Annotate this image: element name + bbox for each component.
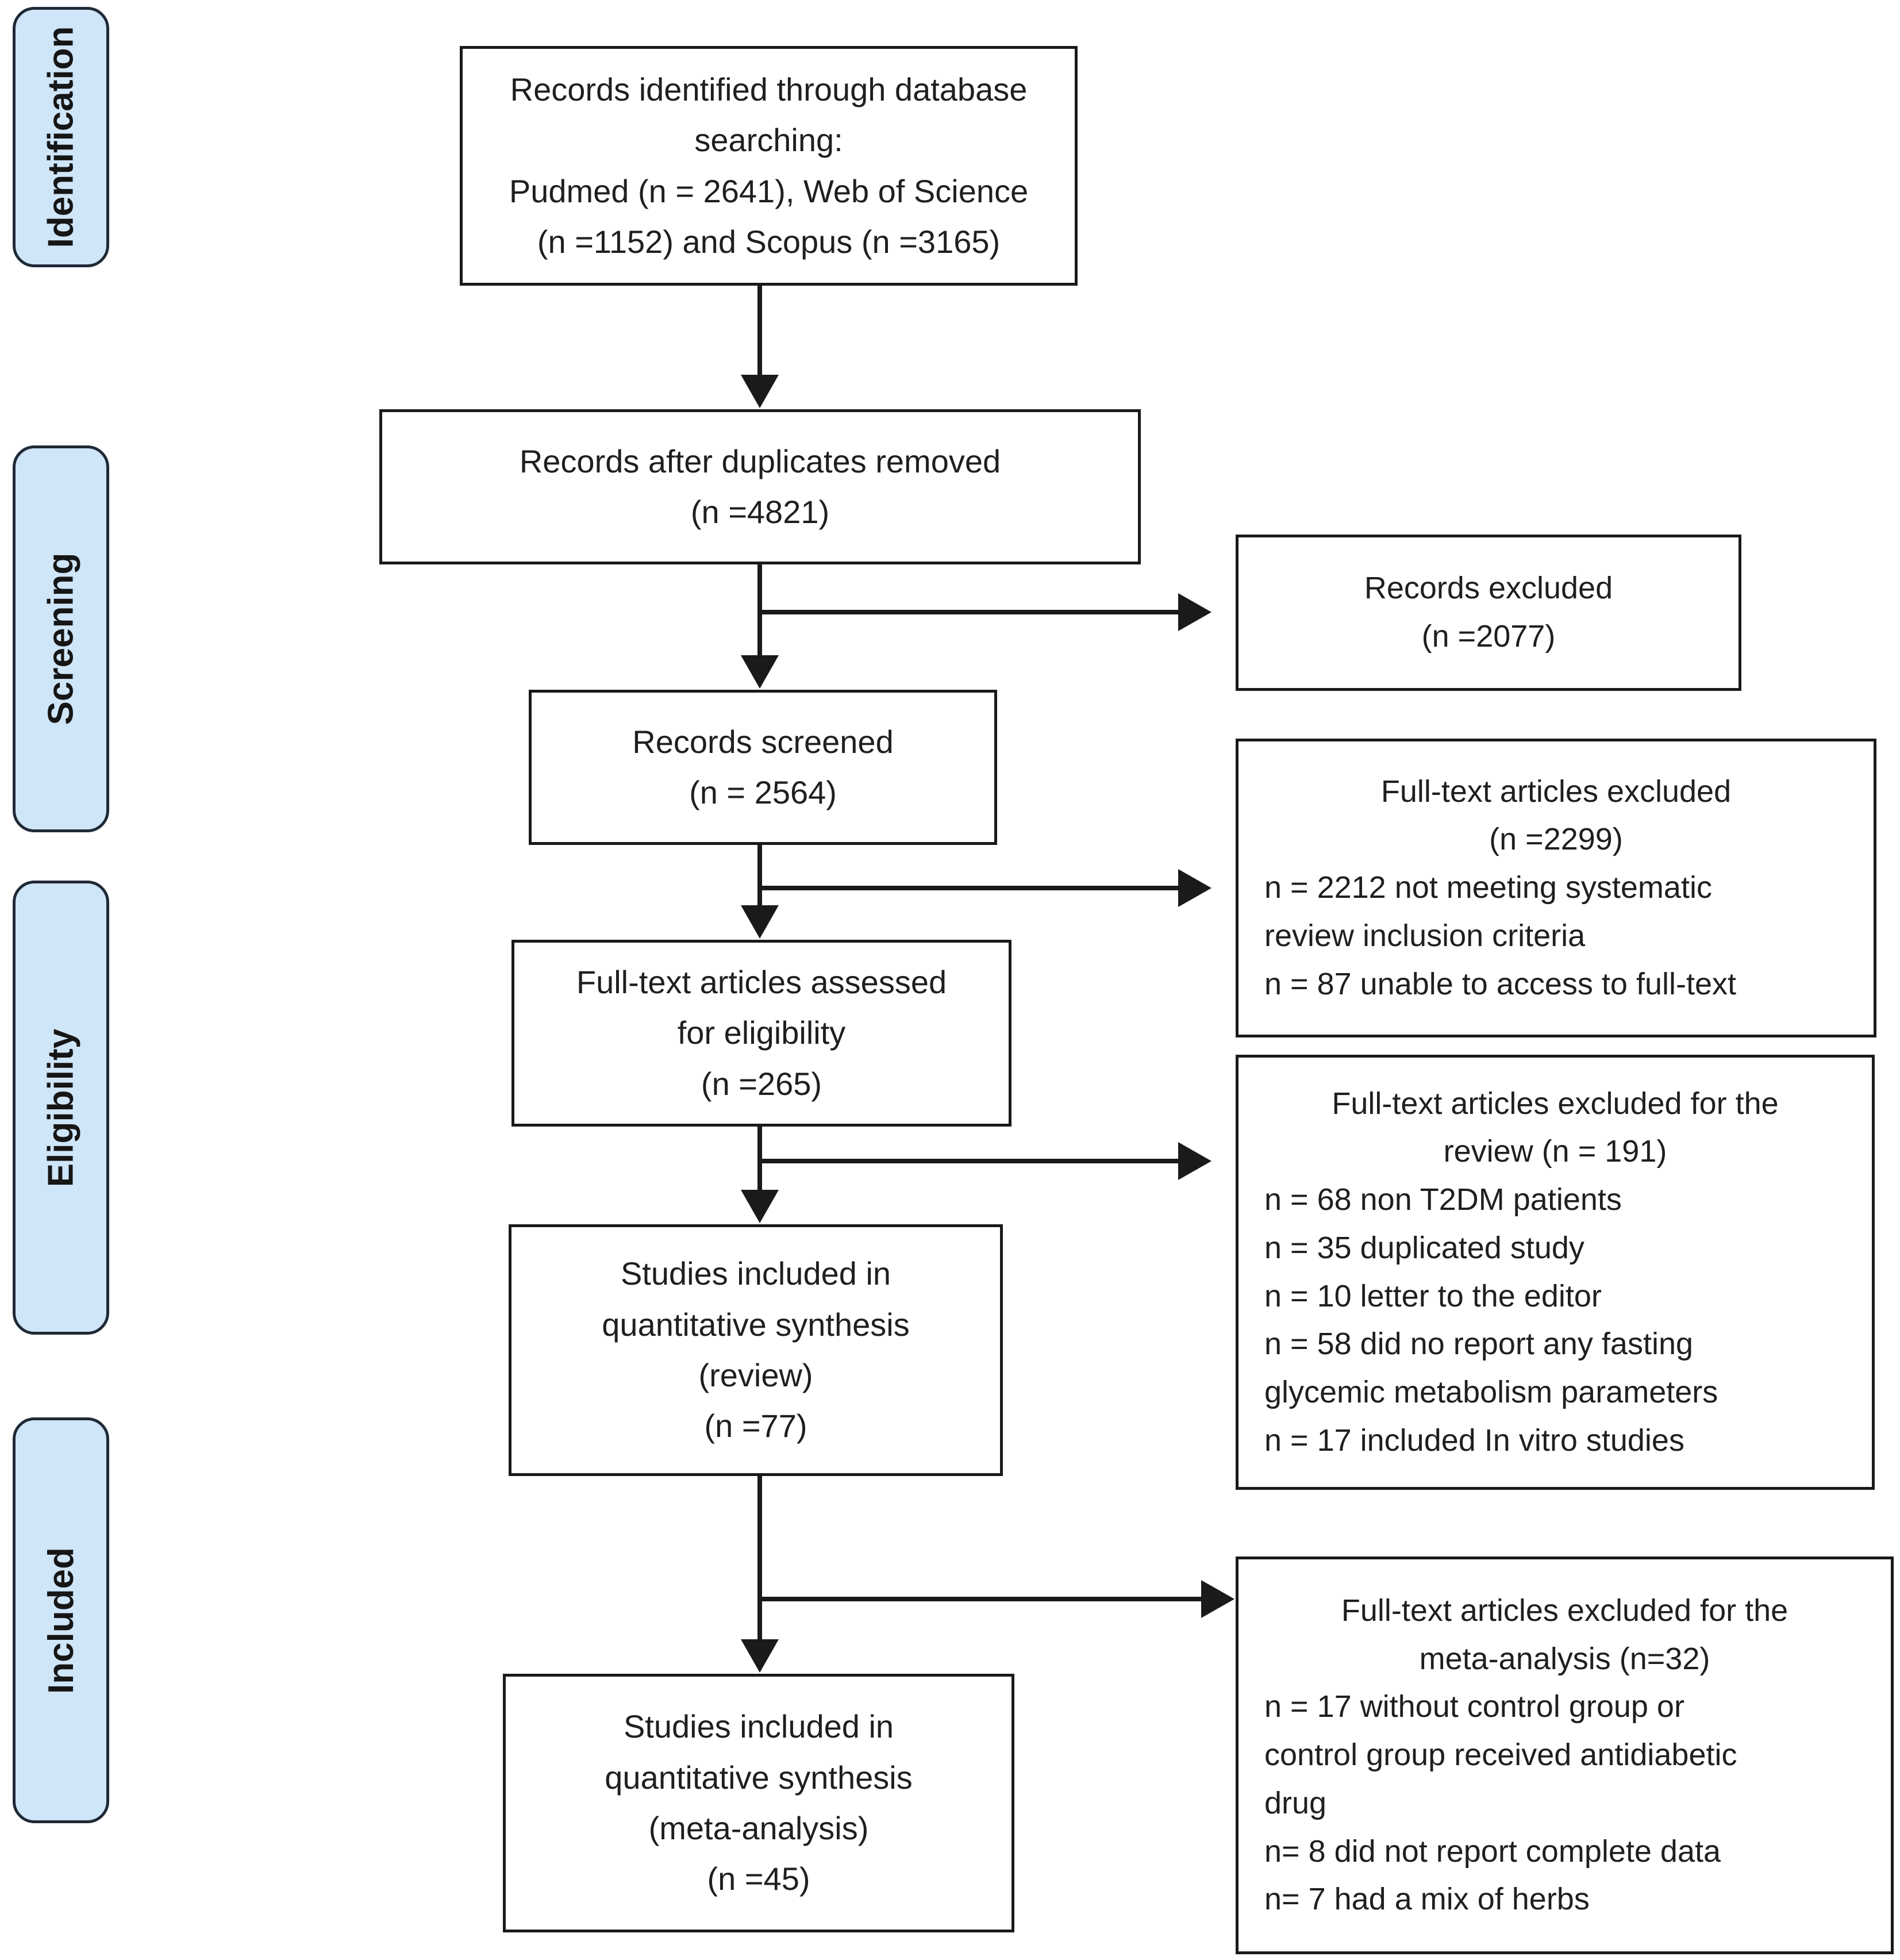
stage-included: Included — [13, 1417, 109, 1823]
arrow-head-down — [741, 1639, 779, 1673]
arrow-head-down — [741, 1190, 779, 1223]
arrow-head-down — [741, 655, 779, 689]
text-line: Studies included in — [623, 1708, 894, 1745]
box-records-screened: Records screened (n = 2564) — [529, 690, 997, 845]
text-line: review (n = 191) — [1443, 1134, 1667, 1169]
arrow-head-right — [1178, 1142, 1211, 1180]
text-line: n = 35 duplicated study — [1264, 1230, 1584, 1265]
stage-eligibility-label: Eligibility — [41, 1028, 81, 1187]
text-line: n = 17 included In vitro studies — [1264, 1423, 1684, 1458]
text-line: Full-text articles excluded — [1380, 774, 1732, 809]
text-line: (n =45) — [707, 1861, 810, 1897]
text-line: n = 87 unable to access to full-text — [1264, 966, 1736, 1001]
text-line: control group received antidiabetic — [1264, 1738, 1737, 1773]
arrow-head-right — [1178, 593, 1211, 631]
text-line: quantitative synthesis — [602, 1306, 910, 1343]
text-line: drug — [1264, 1785, 1327, 1820]
text-line: quantitative synthesis — [605, 1759, 913, 1796]
arrow-head-down — [741, 375, 779, 408]
text-line: Records after duplicates removed — [519, 443, 1001, 479]
stage-identification-label: Identification — [41, 26, 81, 248]
text-line: Full-text articles assessed — [576, 963, 947, 1000]
text-line: searching: — [694, 122, 843, 159]
stage-identification: Identification — [13, 7, 109, 267]
text-line: n = 58 did no report any fasting — [1264, 1327, 1694, 1362]
box-review-excluded: Full-text articles excluded for the revi… — [1236, 1055, 1875, 1490]
text-line: glycemic metabolism parameters — [1264, 1374, 1718, 1409]
text-line: review inclusion criteria — [1264, 918, 1586, 953]
text-line: Full-text articles excluded for the — [1332, 1086, 1779, 1121]
box-included-review: Studies included in quantitative synthes… — [509, 1224, 1003, 1476]
text-line: n = 68 non T2DM patients — [1264, 1182, 1622, 1217]
box-duplicates-removed: Records after duplicates removed (n =482… — [379, 409, 1141, 564]
text-line: n = 2212 not meeting systematic — [1264, 870, 1712, 905]
text-line: (n =265) — [701, 1065, 822, 1102]
text-line: n= 8 did not report complete data — [1264, 1834, 1721, 1869]
text-line: meta-analysis (n=32) — [1419, 1641, 1710, 1676]
stage-included-label: Included — [41, 1547, 81, 1694]
text-line: Full-text articles excluded for the — [1341, 1593, 1789, 1628]
box-fulltext-excluded: Full-text articles excluded (n =2299) n … — [1236, 739, 1876, 1037]
text-line: n = 10 letter to the editor — [1264, 1278, 1602, 1313]
text-line: Pudmed (n = 2641), Web of Science — [509, 172, 1029, 209]
stage-eligibility: Eligibility — [13, 881, 109, 1335]
text-line: (n = 2564) — [689, 774, 837, 810]
box-records-excluded: Records excluded (n =2077) — [1236, 535, 1741, 691]
text-line: Records excluded — [1364, 571, 1613, 606]
arrow-head-right — [1201, 1580, 1234, 1618]
text-line: Records screened — [632, 723, 894, 760]
text-line: (n =4821) — [690, 494, 830, 530]
stage-screening-label: Screening — [41, 552, 81, 725]
text-line: (n =2077) — [1421, 619, 1556, 654]
text-line: Records identified through database — [510, 71, 1028, 107]
text-line: (meta-analysis) — [648, 1810, 869, 1846]
text-line: n = 17 without control group or — [1264, 1689, 1684, 1724]
box-records-identified: Records identified through database sear… — [460, 46, 1078, 286]
text-line: (n =2299) — [1489, 822, 1623, 857]
box-included-meta: Studies included in quantitative synthes… — [503, 1674, 1014, 1932]
text-line: Studies included in — [620, 1255, 891, 1292]
text-line: (review) — [698, 1357, 813, 1393]
text-line: (n =1152) and Scopus (n =3165) — [537, 223, 1001, 260]
stage-screening: Screening — [13, 445, 109, 832]
box-fulltext-assessed: Full-text articles assessed for eligibil… — [511, 940, 1011, 1127]
arrow-head-right — [1178, 869, 1211, 907]
text-line: n= 7 had a mix of herbs — [1264, 1882, 1590, 1917]
box-meta-excluded: Full-text articles excluded for the meta… — [1236, 1557, 1894, 1954]
text-line: (n =77) — [704, 1408, 807, 1444]
arrow-head-down — [741, 905, 779, 939]
text-line: for eligibility — [677, 1014, 846, 1051]
